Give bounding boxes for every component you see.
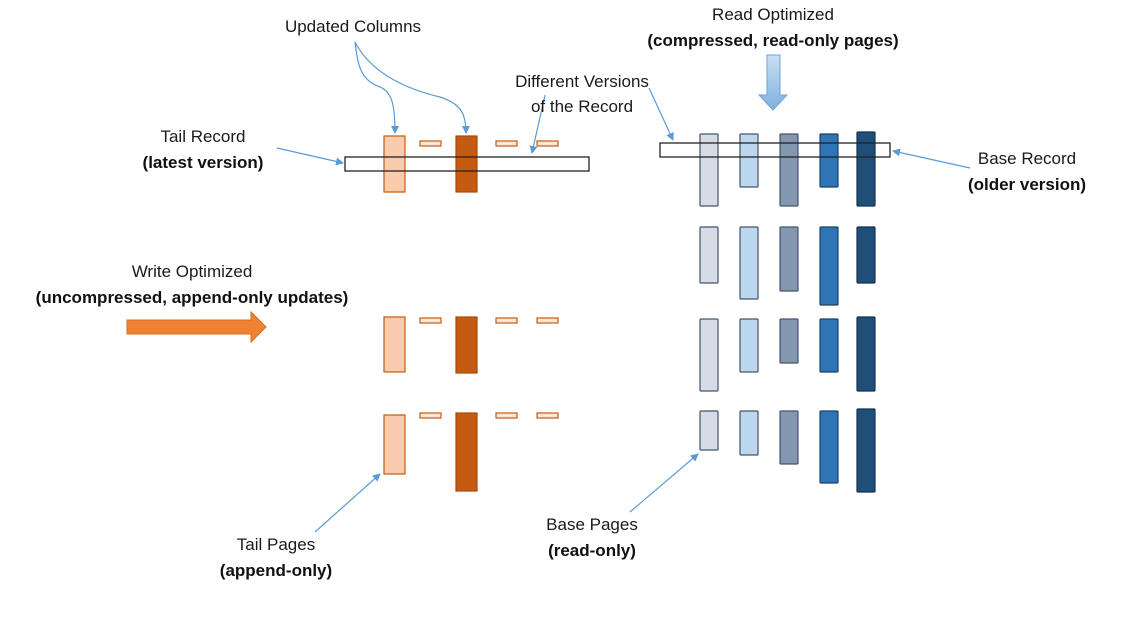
base-record-pointer [892, 148, 971, 169]
tail-pages-sublabel: (append-only) [220, 561, 332, 580]
base-pages-pointer [629, 453, 699, 513]
base-page-col3 [779, 318, 799, 364]
tail-column-placeholder [536, 317, 559, 324]
updated-columns-pointer-1 [354, 41, 399, 134]
base-page-col1 [699, 410, 719, 451]
base-page-col3 [779, 226, 799, 292]
tail-page-dark [455, 412, 478, 492]
tail-record-sublabel: (latest version) [143, 153, 264, 172]
base-page-col2 [739, 318, 759, 373]
base-page-col5 [856, 316, 876, 392]
base-page-col1 [699, 226, 719, 284]
base-record-outline [659, 142, 891, 158]
tail-page-dark [455, 316, 478, 374]
tail-column-placeholder [536, 140, 559, 147]
base-page-col3 [779, 410, 799, 465]
base-pages-label: Base Pages [546, 515, 638, 534]
base-page-col4 [819, 410, 839, 484]
base-page-col3 [779, 133, 799, 207]
pointer-lines [276, 41, 971, 533]
tail-column-placeholder [419, 140, 442, 147]
tail-pages-pointer [314, 473, 381, 533]
updated-columns-pointer-2 [354, 41, 470, 134]
tail-column-placeholder [495, 412, 518, 419]
base-pages-group [699, 131, 876, 493]
base-pages-sublabel: (read-only) [548, 541, 636, 560]
different-versions-pointer-1 [529, 94, 546, 154]
tail-column-placeholder [419, 317, 442, 324]
tail-column-placeholder [536, 412, 559, 419]
tail-pages-group [383, 135, 559, 492]
base-record-sublabel: (older version) [968, 175, 1086, 194]
different-versions-label: Different Versions [515, 72, 649, 91]
different-versions-pointer-2 [648, 87, 674, 141]
read-optimized-sublabel: (compressed, read-only pages) [647, 31, 898, 50]
base-page-col4 [819, 133, 839, 188]
tail-column-placeholder [495, 317, 518, 324]
base-page-col2 [739, 133, 759, 188]
write-optimized-sublabel: (uncompressed, append-only updates) [36, 288, 349, 307]
tail-column-placeholder [419, 412, 442, 419]
base-page-col4 [819, 226, 839, 306]
tail-page-light [383, 316, 406, 373]
tail-record-label: Tail Record [160, 127, 245, 146]
base-page-col2 [739, 226, 759, 300]
tail-column-updated-dark [455, 135, 478, 193]
different-versions-sublabel: of the Record [531, 97, 633, 116]
base-page-col5 [856, 408, 876, 493]
read-optimized-label: Read Optimized [712, 5, 834, 24]
base-record-label: Base Record [978, 149, 1076, 168]
tail-pages-label: Tail Pages [237, 535, 315, 554]
base-page-col2 [739, 410, 759, 456]
base-page-col1 [699, 318, 719, 392]
updated-columns-label: Updated Columns [285, 17, 421, 36]
tail-page-light [383, 414, 406, 475]
base-page-col1 [699, 133, 719, 207]
base-page-col4 [819, 318, 839, 373]
write-optimized-arrow [126, 310, 267, 344]
base-page-col5 [856, 131, 876, 207]
tail-record-pointer [276, 147, 344, 166]
tail-column-updated-light [383, 135, 406, 193]
read-optimized-arrow [757, 54, 789, 111]
tail-record-outline [344, 156, 590, 172]
tail-column-placeholder [495, 140, 518, 147]
write-optimized-label: Write Optimized [132, 262, 253, 281]
base-page-col5 [856, 226, 876, 284]
